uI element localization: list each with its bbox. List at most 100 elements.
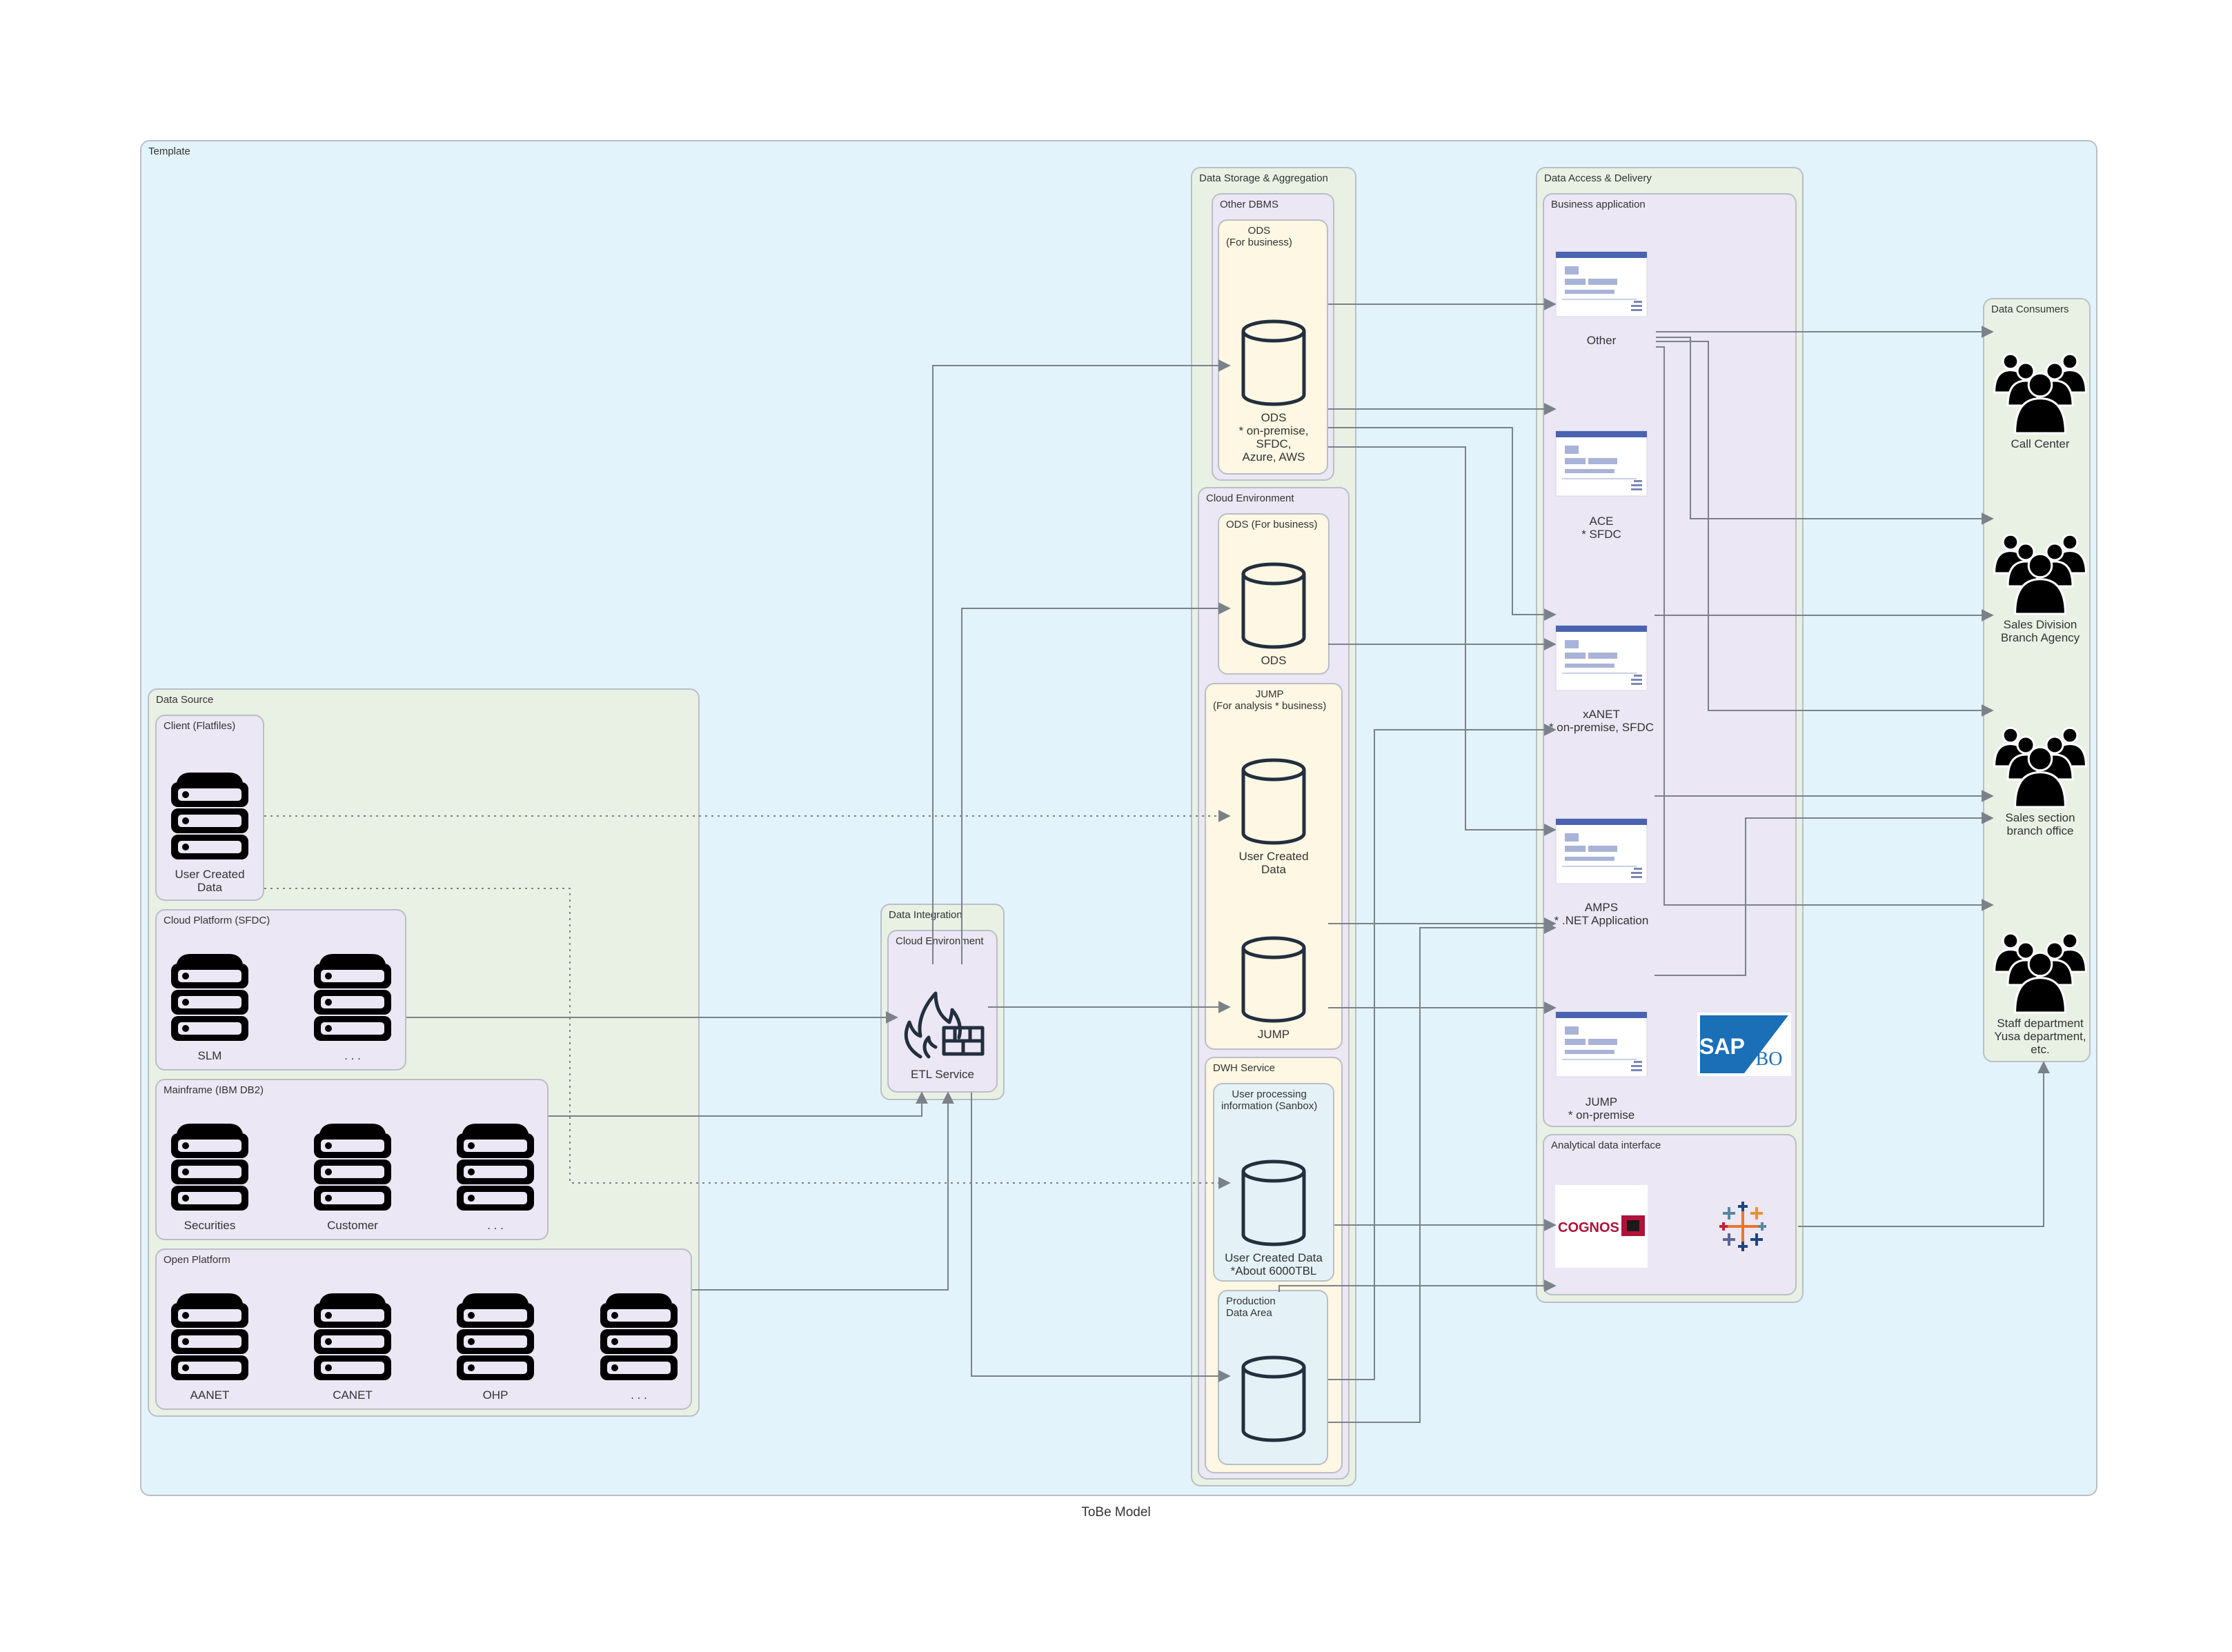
mainframe-label: Mainframe (IBM DB2): [164, 1084, 264, 1096]
database-cylinder-icon: [1241, 319, 1306, 406]
storage-label: Data Storage & Aggregation: [1199, 172, 1328, 184]
server-stack-icon: [171, 773, 248, 859]
ods-business-group: ODS (For business): [1218, 219, 1328, 475]
db-user-created-jump: User Created Data: [1238, 756, 1309, 876]
diagram-caption: ToBe Model: [1081, 1505, 1151, 1520]
app-amps-label: AMPS * .NET Application: [1554, 901, 1649, 927]
consumer-sales-section-label: Sales section branch office: [2005, 811, 2075, 837]
business-app-label: Business application: [1551, 199, 1646, 210]
jump-group-label: JUMP (For analysis * business): [1213, 688, 1327, 712]
production-label: Production Data Area: [1226, 1295, 1276, 1319]
source-ohp: OHP: [453, 1292, 538, 1402]
database-cylinder-icon: [1241, 936, 1306, 1023]
database-cylinder-icon: [1241, 562, 1306, 649]
source-slm-label: SLM: [197, 1049, 222, 1062]
source-canet-label: CANET: [333, 1389, 373, 1402]
client-flatfiles-group: Client (Flatfiles): [155, 715, 264, 901]
template-label: Template: [148, 146, 190, 157]
application-window-icon: [1555, 1011, 1648, 1077]
source-user-created-data-label: User Created Data: [175, 868, 245, 894]
access-label: Data Access & Delivery: [1544, 172, 1652, 184]
app-jump-label: JUMP * on-premise: [1568, 1095, 1635, 1122]
server-stack-icon: [457, 1293, 534, 1380]
open-platform-group: Open Platform: [155, 1248, 692, 1410]
consumer-sales-section: Sales section branch office: [1993, 715, 2088, 837]
cloud-platform-label: Cloud Platform (SFDC): [164, 915, 270, 926]
source-open-more: . . .: [596, 1292, 682, 1402]
db-ods-main: ODS * on-premise, SFDC, Azure, AWS: [1238, 317, 1309, 464]
application-window-icon: [1555, 625, 1648, 691]
consumer-sales-division: Sales Division Branch Agency: [1993, 521, 2088, 644]
data-source-label: Data Source: [156, 694, 214, 706]
application-window-icon: [1555, 430, 1648, 497]
db-ods-main-label: ODS * on-premise, SFDC, Azure, AWS: [1238, 411, 1309, 464]
server-stack-icon: [171, 1124, 248, 1211]
server-stack-icon: [314, 1124, 391, 1211]
user-group-icon: [1993, 932, 2087, 1014]
db-ods-cloud: ODS: [1239, 560, 1308, 667]
tableau-logo: [1717, 1200, 1769, 1253]
app-jump: [1555, 1011, 1648, 1077]
database-cylinder-icon: [1241, 1355, 1306, 1442]
analytical-label: Analytical data interface: [1551, 1140, 1661, 1151]
user-group-icon: [1993, 726, 2087, 808]
sandbox-label: User processing information (Sanbox): [1221, 1088, 1318, 1112]
server-stack-icon: [600, 1293, 678, 1380]
ods-business-label: ODS (For business): [1226, 225, 1292, 248]
user-group-icon: [1993, 533, 2087, 615]
source-customer-label: Customer: [327, 1219, 378, 1232]
consumer-sales-division-label: Sales Division Branch Agency: [2000, 618, 2080, 644]
db-jump-label: JUMP: [1257, 1028, 1290, 1041]
source-mainframe-more: . . .: [453, 1122, 538, 1232]
source-sfdc-more: . . .: [310, 953, 395, 1062]
sandbox-group: User processing information (Sanbox): [1213, 1083, 1334, 1282]
app-xanet-label: xANET * on-premise, SFDC: [1548, 708, 1655, 734]
server-stack-icon: [171, 954, 248, 1041]
cognos-logo: COGNOS: [1555, 1185, 1648, 1268]
sap-businessobjects-logo: SAP BO: [1697, 1013, 1791, 1076]
sap-text: SAP: [1699, 1034, 1745, 1059]
app-ace-label: ACE * SFDC: [1581, 515, 1621, 541]
consumer-staff-department: Staff department Yusa department, etc.: [1993, 920, 2088, 1056]
consumer-call-center: Call Center: [1993, 341, 2088, 450]
ods-for-business-label: ODS (For business): [1226, 519, 1318, 530]
db-ods-cloud-label: ODS: [1261, 654, 1287, 667]
db-user-created-sandbox-label: User Created Data *About 6000TBL: [1225, 1251, 1323, 1277]
source-aanet: AANET: [167, 1292, 253, 1402]
etl-service-label: ETL Service: [911, 1068, 974, 1081]
dwh-service-label: DWH Service: [1213, 1062, 1276, 1074]
data-integration-label: Data Integration: [889, 909, 962, 921]
source-mainframe-more-label: . . .: [487, 1219, 504, 1232]
server-stack-icon: [457, 1124, 534, 1211]
database-cylinder-icon: [1241, 758, 1306, 845]
source-canet: CANET: [310, 1292, 395, 1402]
app-ace: [1555, 430, 1648, 497]
source-securities: Securities: [167, 1122, 253, 1232]
source-securities-label: Securities: [184, 1219, 236, 1232]
db-production: [1239, 1353, 1308, 1444]
other-dbms-label: Other DBMS: [1220, 199, 1279, 210]
app-other: [1555, 251, 1648, 317]
application-window-icon: [1555, 818, 1648, 884]
open-platform-label: Open Platform: [164, 1254, 230, 1266]
application-window-icon: [1555, 251, 1648, 317]
server-stack-icon: [314, 954, 391, 1041]
etl-firewall-icon: [904, 991, 985, 1059]
source-aanet-label: AANET: [190, 1389, 230, 1402]
user-group-icon: [1993, 352, 2087, 435]
client-flatfiles-label: Client (Flatfiles): [164, 720, 236, 732]
consumer-staff-department-label: Staff department Yusa department, etc.: [1994, 1017, 2086, 1056]
consumer-call-center-label: Call Center: [2011, 437, 2070, 450]
app-amps: [1555, 818, 1648, 884]
source-ohp-label: OHP: [482, 1389, 508, 1402]
source-slm: SLM: [167, 953, 253, 1062]
source-user-created-data: User Created Data: [167, 771, 253, 894]
etl-service: ETL Service: [897, 979, 988, 1081]
cloud-environment-label: Cloud Environment: [1206, 492, 1294, 504]
di-cloud-environment-label: Cloud Environment: [896, 935, 984, 947]
source-sfdc-more-label: . . .: [344, 1049, 361, 1062]
db-user-created-sandbox: User Created Data *About 6000TBL: [1225, 1157, 1323, 1277]
source-customer: Customer: [310, 1122, 395, 1232]
bo-text: BO: [1756, 1048, 1783, 1070]
